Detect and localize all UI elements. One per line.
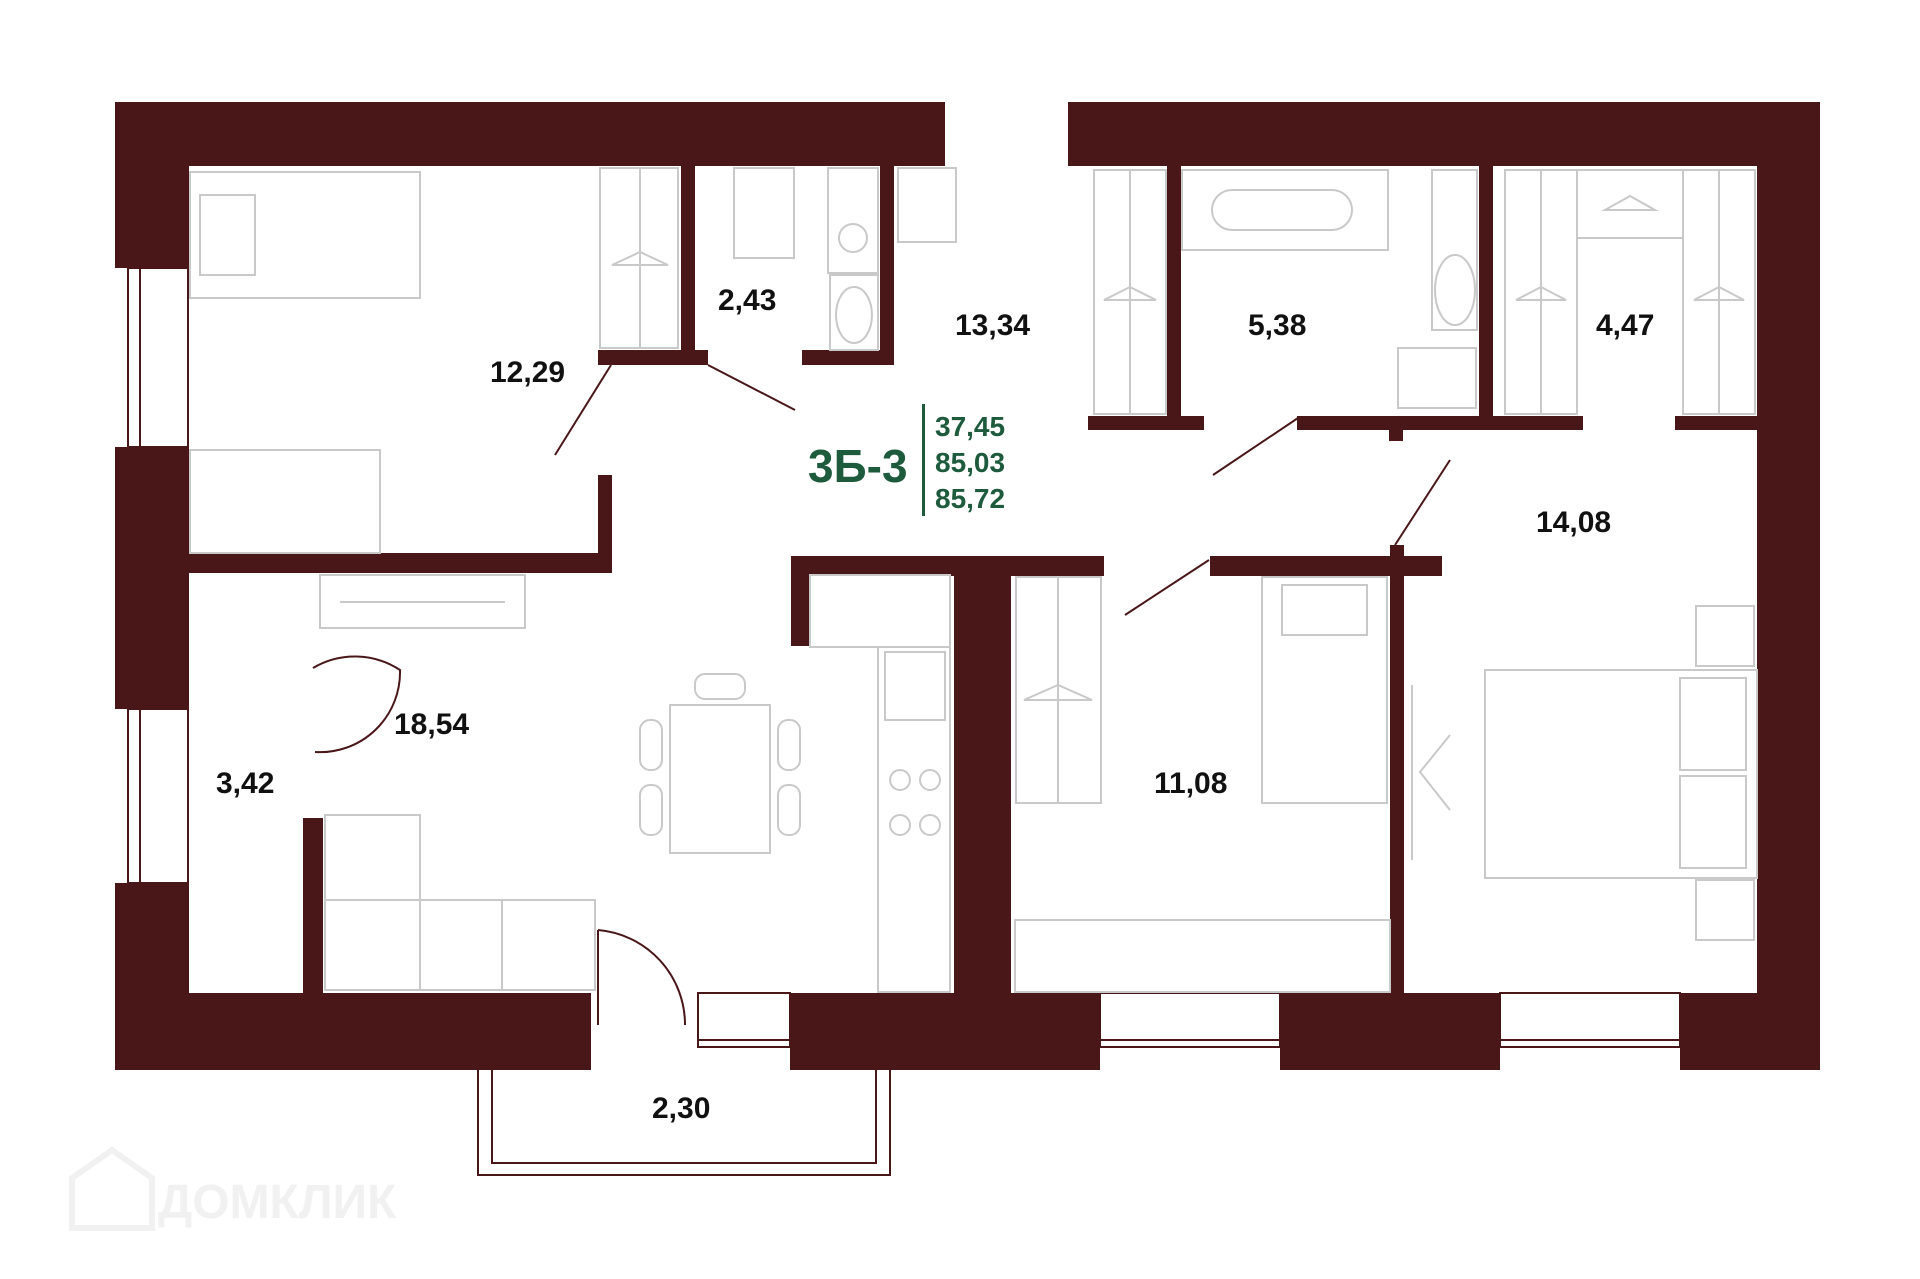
area-bedroom-master: 14,08 bbox=[1536, 506, 1611, 539]
area-hallway: 13,34 bbox=[955, 309, 1030, 342]
furniture bbox=[189, 167, 1758, 993]
area-bedroom-left: 12,29 bbox=[490, 356, 565, 389]
total-area: 85,03 bbox=[935, 447, 1005, 478]
doors bbox=[312, 364, 1451, 1026]
area-bedroom-small: 11,08 bbox=[1154, 767, 1227, 800]
area-storage: 3,42 bbox=[216, 767, 274, 800]
total-living-area: 37,45 bbox=[935, 411, 1005, 442]
area-balcony: 2,30 bbox=[652, 1092, 710, 1125]
balcony bbox=[477, 1070, 891, 1176]
area-wardrobe: 4,47 bbox=[1596, 309, 1654, 342]
apartment-summary: 3Б-3 37,45 85,03 85,72 bbox=[808, 404, 1005, 516]
house-icon bbox=[69, 1146, 155, 1231]
walls bbox=[115, 102, 1820, 1070]
area-bathroom: 5,38 bbox=[1248, 309, 1306, 342]
apartment-code: 3Б-3 bbox=[808, 440, 908, 492]
summary-divider bbox=[922, 404, 925, 516]
watermark-text: ДОМКЛИК bbox=[158, 1176, 397, 1229]
total-area-with-balcony: 85,72 bbox=[935, 483, 1005, 514]
watermark: ДОМКЛИК bbox=[69, 1146, 397, 1231]
room-areas: 12,29 2,43 13,34 5,38 4,47 14,08 18,54 3… bbox=[216, 284, 1654, 1125]
area-kitchen-living: 18,54 bbox=[394, 708, 469, 741]
area-toilet: 2,43 bbox=[718, 284, 776, 317]
windows bbox=[127, 267, 1681, 1048]
